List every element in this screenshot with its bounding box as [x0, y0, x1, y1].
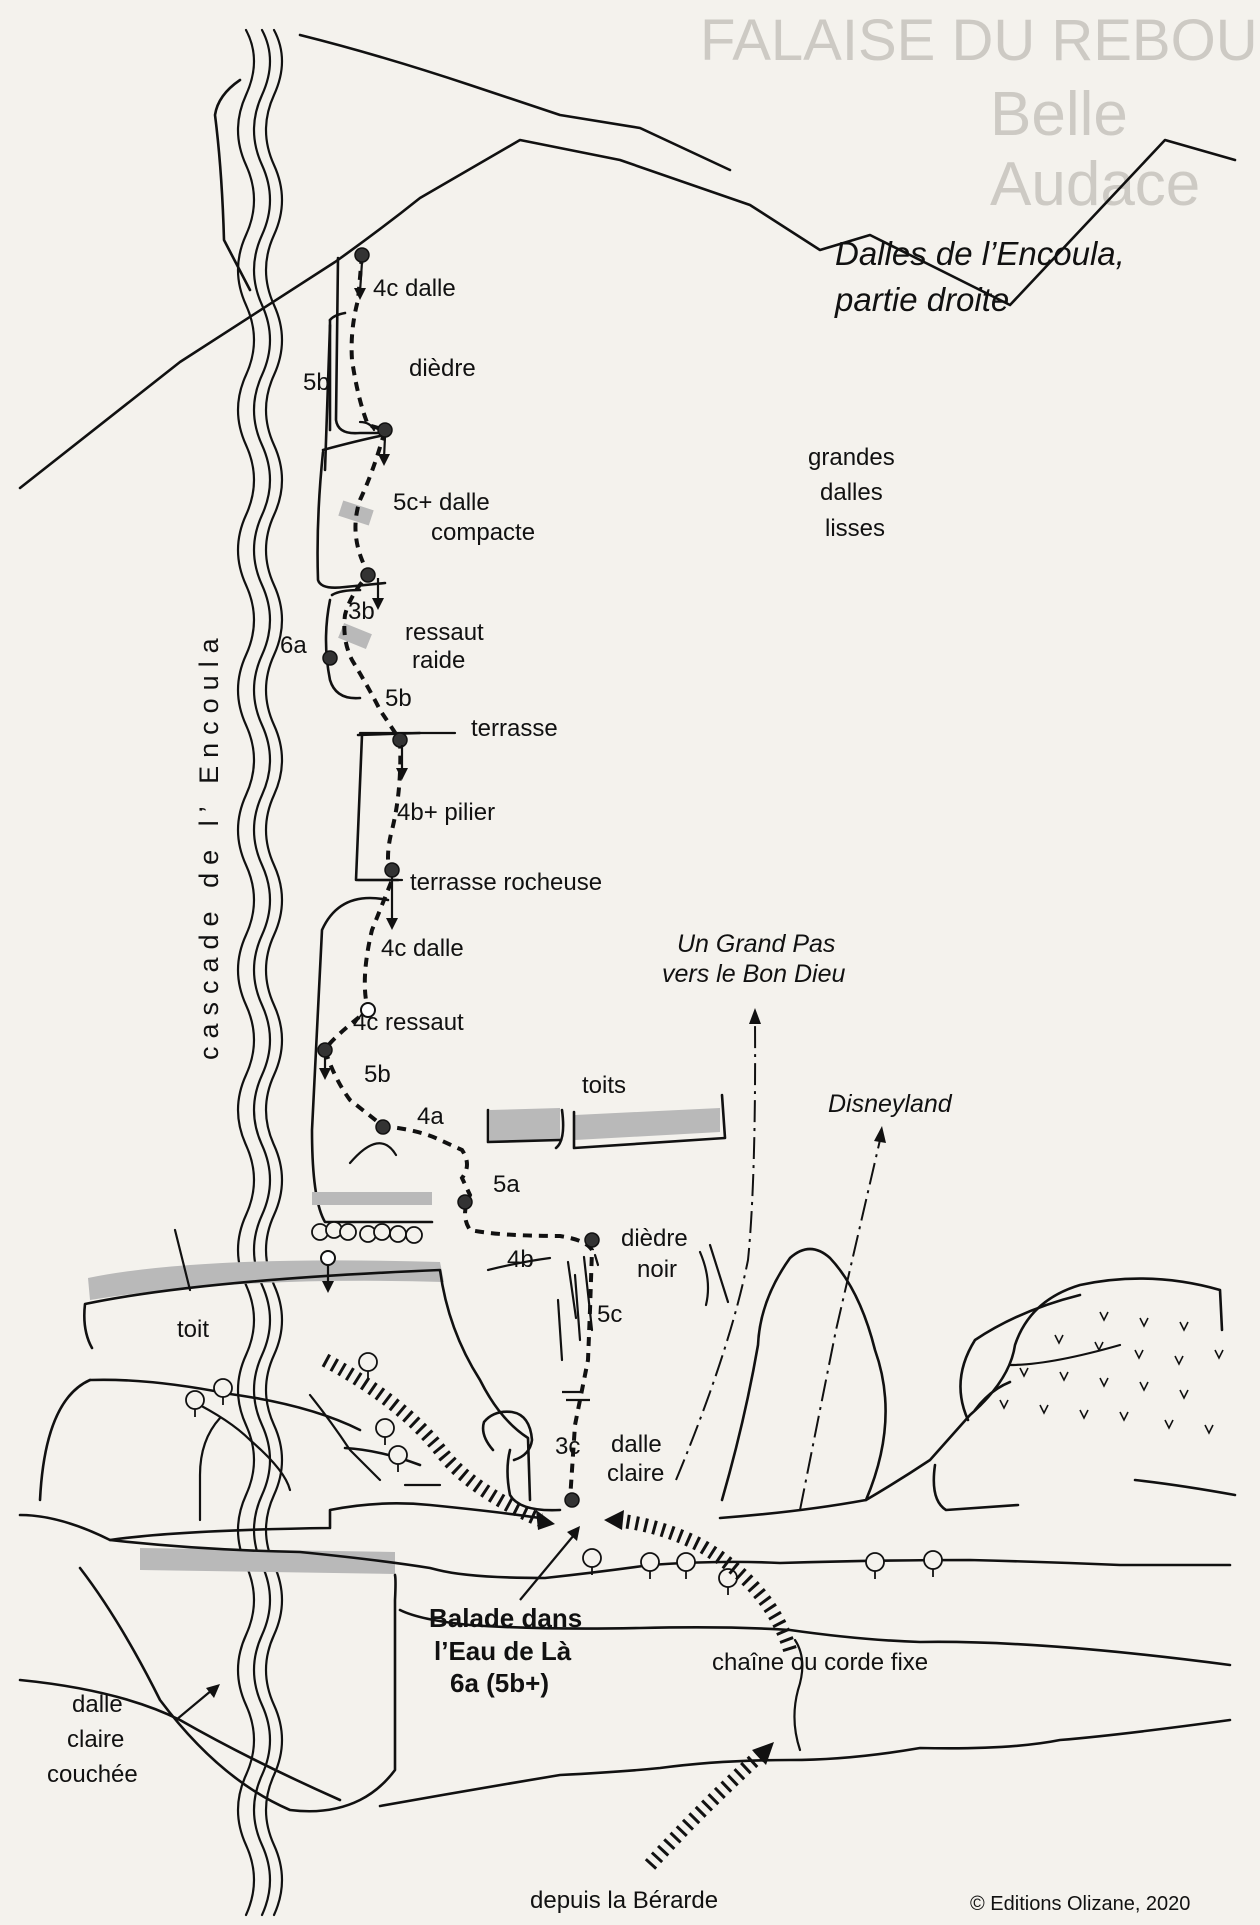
label-dalles: dalles [820, 479, 883, 506]
label-dalle-couchee-1: dalle [72, 1691, 123, 1718]
roof-toits-left [490, 1108, 560, 1142]
label-r20b: claire [607, 1460, 664, 1487]
cascade-label: cascade de l’ Encoula [194, 630, 224, 1060]
grass-tufts [999, 1311, 1224, 1435]
label-r8: terrasse [471, 715, 558, 742]
label-grand-pas-1: Un Grand Pas [677, 930, 835, 958]
label-lisses: lisses [825, 515, 885, 542]
label-r12: 4c ressaut [353, 1009, 464, 1036]
featured-line-2: l’Eau de Là [434, 1636, 572, 1666]
label-depuis: depuis la Bérarde [530, 1887, 718, 1914]
label-r9: 4b+ pilier [397, 799, 495, 826]
summit-line [298, 33, 732, 172]
route-line [322, 254, 595, 1501]
other-route-lines [675, 1008, 886, 1511]
toits-overhangs [348, 1093, 727, 1272]
roof-toits-base [312, 1192, 432, 1205]
title-line-1: Dalles de l’Encoula, [835, 235, 1125, 272]
label-r14: 4a [417, 1103, 444, 1130]
bleed-through: FALAISE DU REBOUCHET Belle Audace [700, 8, 1260, 219]
label-toits: toits [582, 1072, 626, 1099]
label-grandes: grandes [808, 444, 895, 471]
roof-ressaut [338, 622, 372, 650]
label-grand-pas-2: vers le Bon Dieu [662, 960, 846, 988]
label-r17b: noir [637, 1256, 677, 1283]
roof-toits-right [575, 1108, 720, 1140]
featured-line-3: 6a (5b+) [450, 1668, 549, 1698]
label-chaine: chaîne ou corde fixe [712, 1649, 928, 1676]
area-labels: grandes dalles lisses toits toit dalle c… [47, 444, 928, 1914]
route-labels: 4c dalle 5b dièdre 5c+ dalle compacte 3b… [280, 275, 688, 1487]
title-block: Dalles de l’Encoula, partie droite [834, 235, 1125, 318]
label-r2-grade: 5b [303, 369, 330, 396]
label-r15: 5a [493, 1171, 520, 1198]
label-r16: 4b [507, 1246, 534, 1273]
approach-paths [321, 1353, 797, 1870]
label-r20: dalle [611, 1431, 662, 1458]
rappel-arrows [319, 261, 590, 1402]
label-r5: 6a [280, 632, 307, 659]
label-disneyland: Disneyland [828, 1090, 953, 1118]
forest-slope [959, 1293, 1224, 1435]
featured-route-label: Balade dans l’Eau de Là 6a (5b+) [429, 1603, 582, 1698]
label-r10: terrasse rocheuse [410, 869, 602, 896]
title-line-2: partie droite [834, 281, 1009, 318]
label-r11: 4c dalle [381, 935, 464, 962]
featured-line-1: Balade dans [429, 1603, 582, 1633]
approach-arrowheads [536, 1510, 774, 1765]
svg-text:Belle: Belle [990, 80, 1128, 149]
label-dalle-couchee-3: couchée [47, 1761, 138, 1788]
label-r17: dièdre [621, 1225, 688, 1252]
label-r3: 5c+ dalle [393, 489, 490, 516]
label-r3b: compacte [431, 519, 535, 546]
label-toit: toit [177, 1316, 209, 1343]
label-dalle-couchee-2: claire [67, 1726, 124, 1753]
label-r2-name: dièdre [409, 355, 476, 382]
copyright: © Editions Olizane, 2020 [970, 1893, 1190, 1915]
ridge-line [18, 138, 1237, 490]
trees [185, 1221, 943, 1595]
pointer-arrows [175, 1526, 580, 1721]
other-route-labels: Un Grand Pas vers le Bon Dieu Disneyland [662, 930, 953, 1118]
diedre-noir-rocks [556, 1243, 730, 1362]
belays [317, 247, 600, 1508]
label-r19: 3c [555, 1433, 580, 1460]
label-r7: 5b [385, 685, 412, 712]
left-mountain-edge [213, 78, 252, 292]
label-r18: 5c [597, 1301, 622, 1328]
svg-text:FALAISE DU REBOUCHET: FALAISE DU REBOUCHET [700, 8, 1260, 73]
waterfall [236, 28, 284, 1917]
label-r13: 5b [364, 1061, 391, 1088]
label-r6b: raide [412, 647, 465, 674]
label-r4: 3b [348, 598, 375, 625]
svg-text:Audace: Audace [990, 150, 1200, 219]
label-r1: 4c dalle [373, 275, 456, 302]
label-r6: ressaut [405, 619, 484, 646]
ledge-compacte [358, 420, 376, 432]
